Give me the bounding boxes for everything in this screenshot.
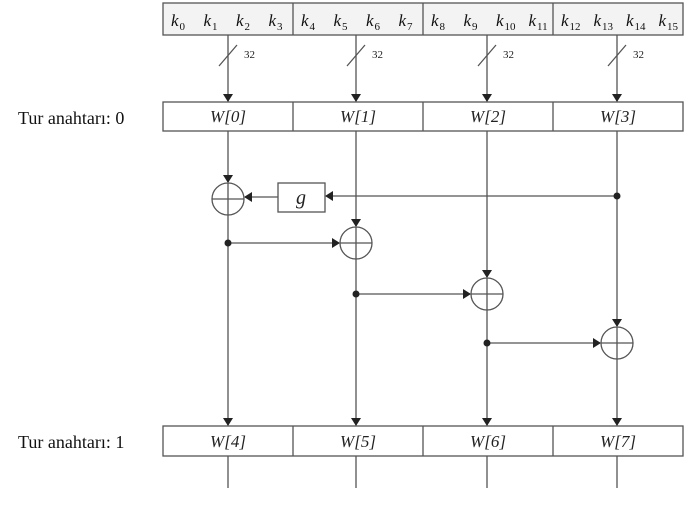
key-byte-k8: k8 (431, 11, 446, 33)
junction-dot (483, 339, 491, 347)
word-w7: W[7] (600, 432, 636, 451)
bus-slash (346, 44, 366, 67)
g-function-box: g (277, 182, 326, 213)
key-schedule-flow (223, 131, 622, 488)
junction-dot (613, 192, 621, 200)
round-key-1-box: W[4] W[5] W[6] W[7] (162, 425, 684, 457)
input-buses: 32 32 32 32 (218, 35, 644, 102)
word-w6: W[6] (470, 432, 506, 451)
word-w1: W[1] (340, 107, 376, 126)
key-byte-k12: k12 (561, 11, 581, 33)
word-w3: W[3] (600, 107, 636, 126)
word-w4: W[4] (210, 432, 246, 451)
junction-dot (224, 239, 232, 247)
xor-icon (470, 277, 504, 311)
key-byte-k10: k10 (496, 11, 516, 33)
key-byte-k13: k13 (594, 11, 614, 33)
bus-width-label: 32 (372, 49, 383, 61)
round-key-0-label: Tur anahtarı: 0 (18, 108, 124, 128)
word-w5: W[5] (340, 432, 376, 451)
key-byte-k14: k14 (626, 11, 646, 33)
bus-width-label: 32 (633, 49, 644, 61)
key-bytes-box: k0 k1 k2 k3 k4 k5 k6 k7 k8 k9 k10 k11 k12 k13 k14 k15 (162, 2, 684, 36)
key-byte-k2: k2 (236, 11, 250, 33)
key-byte-k3: k3 (269, 11, 284, 33)
key-byte-k7: k7 (399, 11, 414, 33)
bus-slash (218, 44, 238, 67)
round-key-1-label: Tur anahtarı: 1 (18, 432, 124, 452)
key-byte-k5: k5 (334, 11, 349, 33)
xor-icon (339, 226, 373, 260)
bus-slash (477, 44, 497, 67)
bus-width-label: 32 (244, 49, 255, 61)
xor-icon (211, 182, 245, 216)
word-w2: W[2] (470, 107, 506, 126)
key-byte-k6: k6 (366, 11, 381, 33)
xor-icon (600, 326, 634, 360)
bus-slash (607, 44, 627, 67)
word-w0: W[0] (210, 107, 246, 126)
key-byte-k4: k4 (301, 11, 316, 33)
round-key-0-box: W[0] W[1] W[2] W[3] (162, 101, 684, 132)
key-byte-k0: k0 (171, 11, 186, 33)
bus-width-label: 32 (503, 49, 514, 61)
key-byte-k15: k15 (659, 11, 679, 33)
g-label: g (296, 187, 306, 209)
key-byte-k9: k9 (464, 11, 479, 33)
key-byte-k1: k1 (204, 11, 218, 33)
junction-dot (352, 290, 360, 298)
key-byte-k11: k11 (529, 11, 548, 33)
